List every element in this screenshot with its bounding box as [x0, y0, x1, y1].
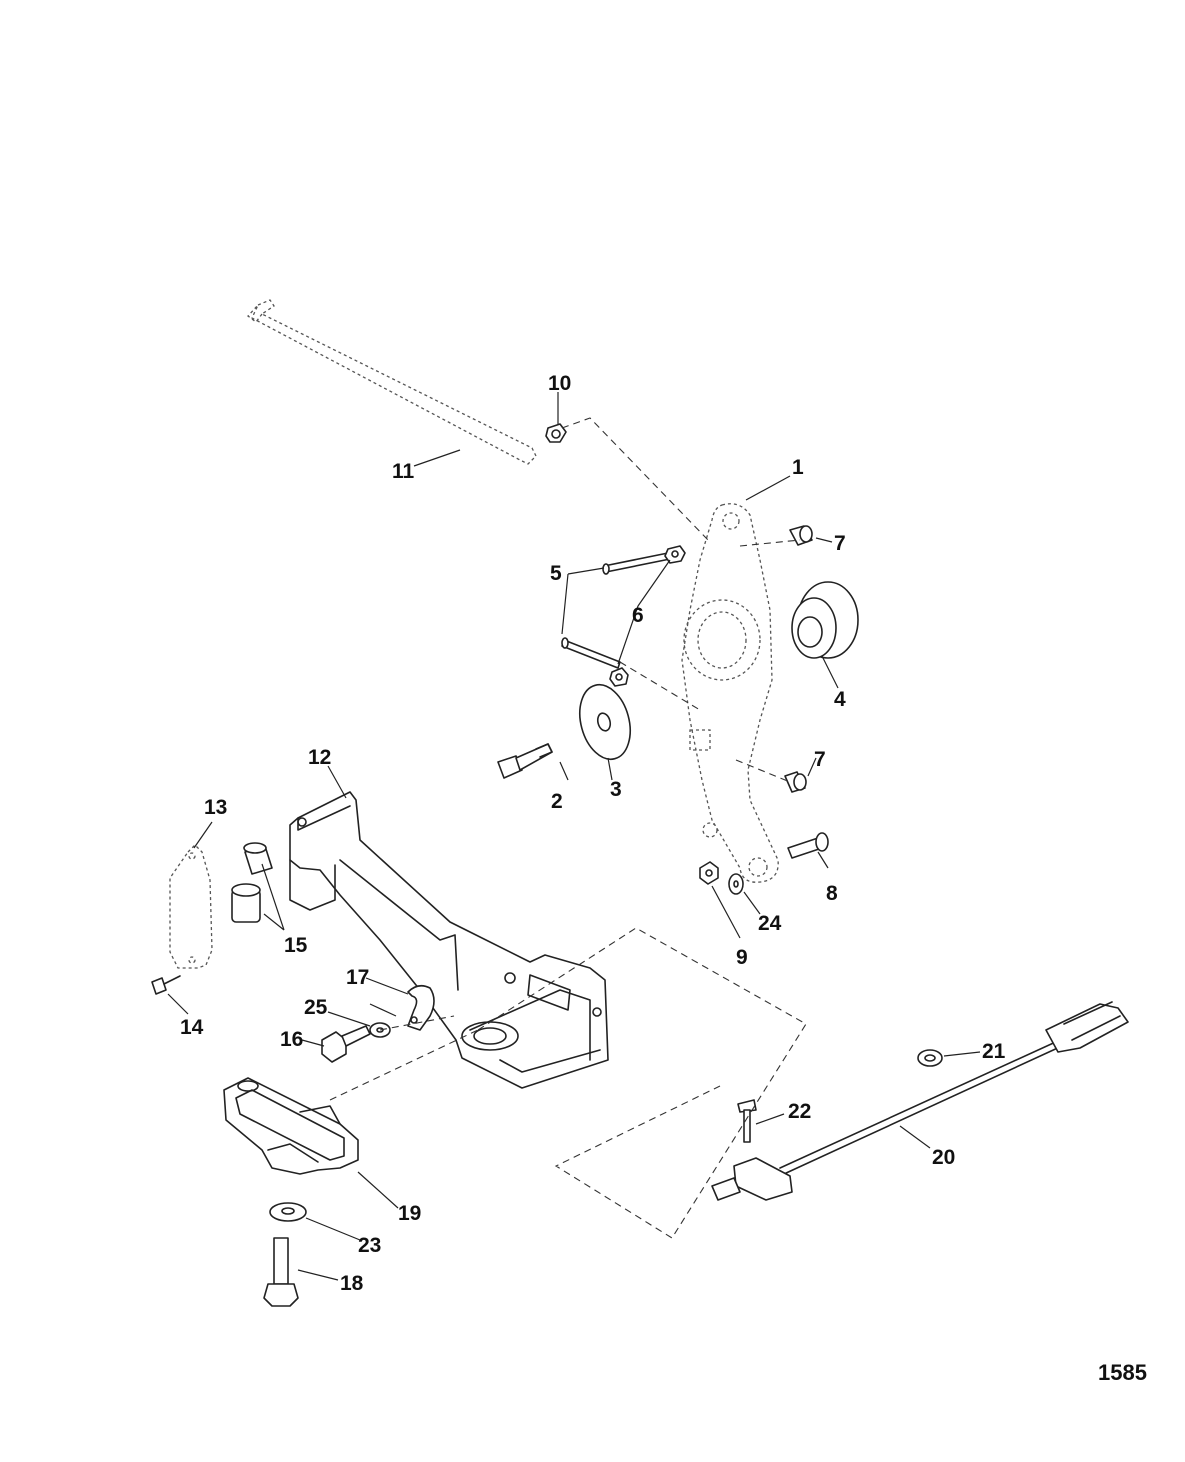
- callout-6: 6: [632, 604, 644, 627]
- part-19-anchor: [223, 1077, 359, 1175]
- part-1-shift-lever: [681, 503, 779, 883]
- callout-12: 12: [308, 746, 331, 769]
- part-12-bracket: [289, 791, 609, 1089]
- callout-5: 5: [550, 562, 562, 585]
- part-18-bolt: [263, 1237, 299, 1307]
- part-23-washer: [269, 1202, 307, 1222]
- callout-7b: 7: [814, 748, 826, 771]
- callout-14: 14: [180, 1016, 204, 1039]
- part-20-switch-harness: [711, 1001, 1129, 1201]
- part-7-spacers: [784, 525, 813, 793]
- callout-22: 22: [788, 1100, 811, 1123]
- part-9-nut: [699, 861, 719, 885]
- part-2-bolt: [497, 743, 553, 779]
- part-6-nuts: [609, 545, 686, 687]
- callout-15: 15: [284, 934, 308, 957]
- callout-4: 4: [834, 688, 846, 711]
- part-17-clamp: [407, 984, 435, 1031]
- callout-21: 21: [982, 1040, 1006, 1063]
- assembly-lines: [329, 417, 807, 1239]
- part-16-bolt: [321, 1025, 371, 1063]
- callout-23: 23: [358, 1234, 381, 1257]
- callout-10: 10: [548, 372, 571, 395]
- part-14-screw: [151, 975, 181, 995]
- part-3-washer: [579, 683, 631, 761]
- part-21-clip: [917, 1049, 943, 1067]
- callout-9: 9: [736, 946, 748, 969]
- callout-18: 18: [340, 1272, 364, 1295]
- callout-16: 16: [280, 1028, 303, 1051]
- callout-24: 24: [758, 912, 782, 935]
- callout-19: 19: [398, 1202, 421, 1225]
- part-15-bushings: [231, 842, 273, 923]
- callout-11: 11: [392, 460, 415, 483]
- callout-1: 1: [792, 456, 804, 479]
- part-13-plate: [169, 844, 213, 969]
- callout-3: 3: [610, 778, 622, 801]
- part-5-screws: [561, 552, 671, 669]
- part-8-stud: [787, 832, 829, 859]
- part-22-screw: [737, 1099, 757, 1143]
- callout-labels: 1 2 3 4 5 6 7 7 8 9 10 11 12 13 14 15 16…: [180, 372, 1006, 1295]
- callout-25: 25: [304, 996, 328, 1019]
- callout-17: 17: [346, 966, 369, 989]
- part-10-clip: [545, 423, 567, 443]
- part-11-shift-rod: [247, 299, 537, 465]
- part-4-bushing: [791, 581, 859, 659]
- callout-7a: 7: [834, 532, 846, 555]
- callout-2: 2: [551, 790, 563, 813]
- leader-lines: [167, 392, 981, 1281]
- figure-number: 1585: [1098, 1360, 1147, 1385]
- callout-13: 13: [204, 796, 227, 819]
- part-24-washer: [728, 873, 744, 895]
- callout-8: 8: [826, 882, 838, 905]
- callout-20: 20: [932, 1146, 955, 1169]
